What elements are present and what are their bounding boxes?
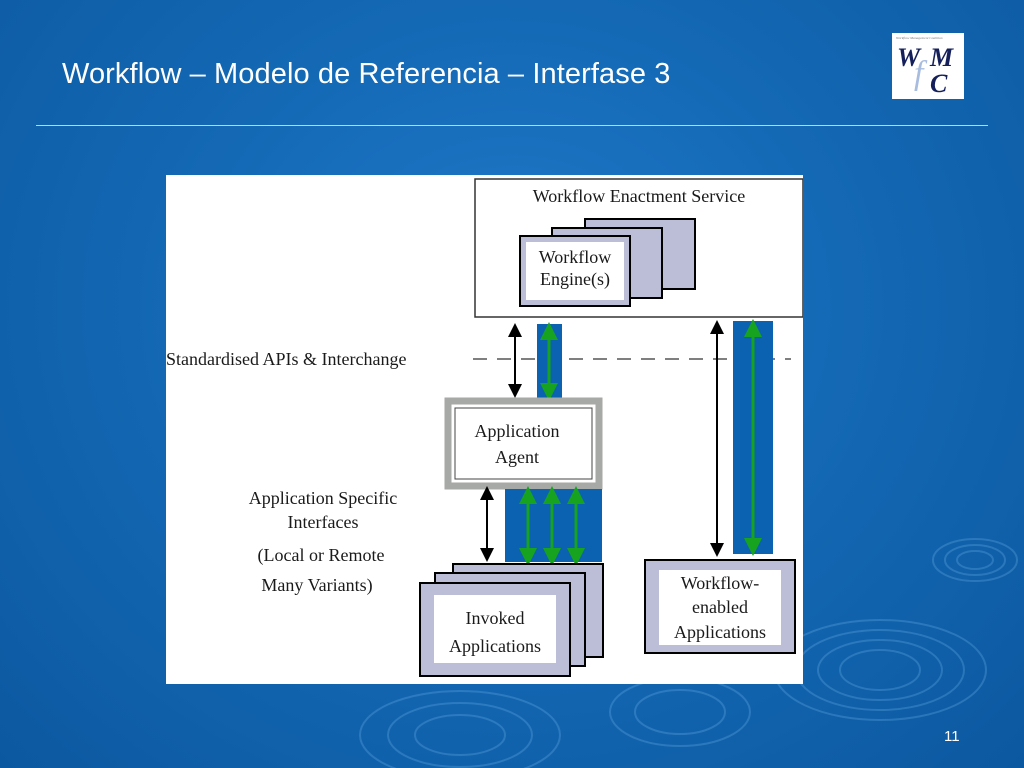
diagram-canvas: Workflow Enactment Service Workflow Engi… (166, 178, 804, 677)
enactment-service-label: Workflow Enactment Service (533, 186, 745, 206)
invoked-label-panel (434, 595, 556, 663)
invoked-label-line2: Applications (449, 636, 541, 656)
specific-interfaces-line1: Application Specific (249, 488, 397, 508)
enabled-apps-label-panel (659, 570, 781, 645)
reference-model-diagram: Workflow Enactment Service Workflow Engi… (166, 175, 804, 684)
slide-title: Workflow – Modelo de Referencia – Interf… (62, 58, 671, 90)
logo-letter-m: M (930, 43, 954, 72)
logo-letter-c: C (930, 69, 948, 98)
engine-label-line2: Engine(s) (540, 269, 610, 290)
apis-label: Standardised APIs & Interchange (166, 349, 406, 369)
invoked-label-line1: Invoked (466, 608, 525, 628)
application-agent-inner (454, 407, 593, 480)
agent-label-line2: Agent (495, 447, 539, 467)
specific-interfaces-line4: Many Variants) (261, 575, 372, 596)
enabled-apps-line1: Workflow- (681, 573, 760, 593)
engine-label-panel (526, 242, 624, 300)
enabled-apps-line2: enabled (692, 597, 748, 617)
engine-label-line1: Workflow (539, 247, 612, 267)
logo-letter-f: f (914, 55, 924, 92)
logo-tagline: Workflow Management Coalition (896, 36, 943, 40)
title-divider (36, 125, 988, 126)
specific-interfaces-line2: Interfaces (288, 512, 359, 532)
agent-label-line1: Application (475, 421, 560, 441)
wfmc-logo: Workflow Management Coalition f W M C (892, 33, 964, 99)
page-number: 11 (944, 728, 960, 745)
enabled-apps-line3: Applications (674, 622, 766, 642)
logo-letter-w: W (897, 43, 921, 72)
specific-interfaces-line3: (Local or Remote (258, 545, 385, 566)
